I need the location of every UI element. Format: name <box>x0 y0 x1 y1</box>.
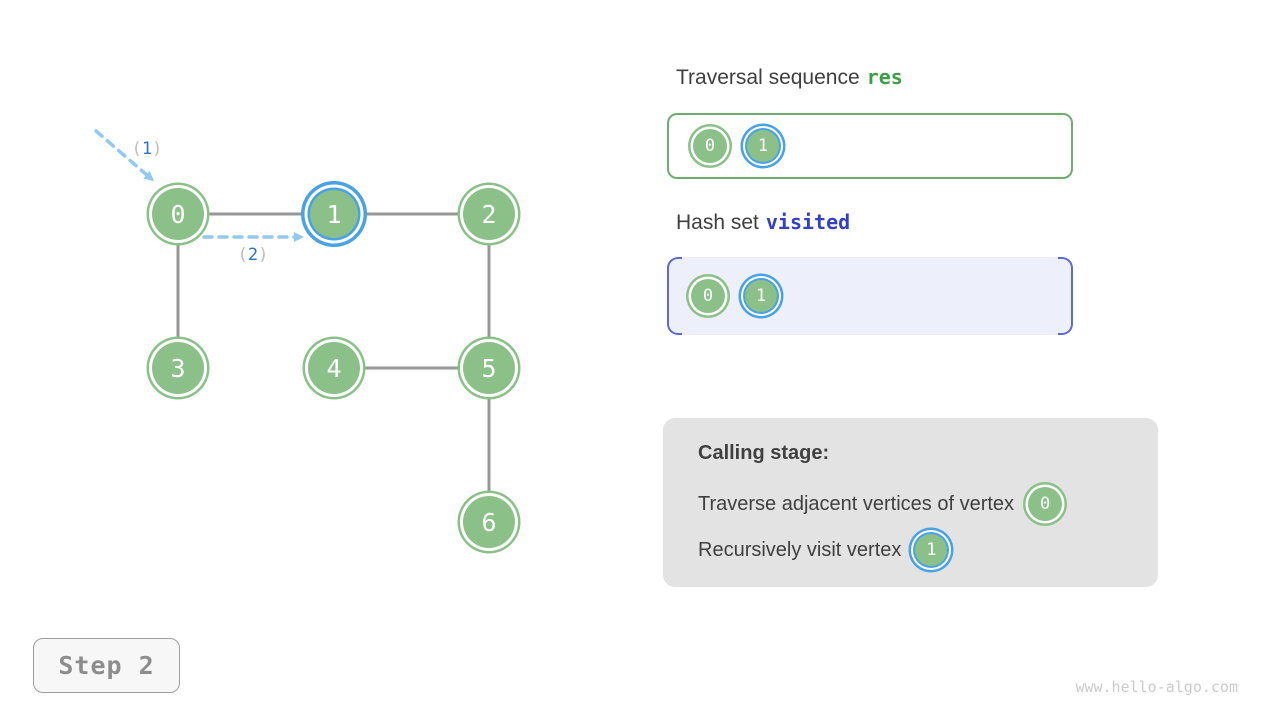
graph-vertex-3: 3 <box>152 342 204 394</box>
paren-close: ) <box>258 245 269 265</box>
res-code-label: res <box>866 65 903 89</box>
traversal-arrows <box>94 129 304 242</box>
calling-stage-line-1: Traverse adjacent vertices of vertex 0 <box>698 481 1158 527</box>
calling-stage-title: Calling stage: <box>698 442 830 464</box>
graph-vertex-1-highlighted: 1 <box>310 190 358 238</box>
paren-open: ( <box>237 245 248 265</box>
calling-line-2-vertex-highlighted: 1 <box>915 534 948 566</box>
traversal-sequence-box: 0 1 <box>667 113 1073 179</box>
hash-set-box: 0 1 <box>667 257 1073 335</box>
arrow-order-number: 2 <box>247 245 259 265</box>
step-badge: Step 2 <box>33 638 180 693</box>
visited-code-label: visited <box>765 210 851 234</box>
traversal-title-text: Traversal sequence <box>676 66 860 89</box>
visited-item-1-highlighted: 1 <box>745 280 777 312</box>
hash-set-title-text: Hash set <box>676 211 759 234</box>
graph-vertex-4: 4 <box>308 342 360 394</box>
paren-close: ) <box>152 139 163 159</box>
arrow-order-label-2: (2) <box>238 245 269 265</box>
calling-line-1-text: Traverse adjacent vertices of vertex <box>698 492 1015 515</box>
graph-vertex-6: 6 <box>463 496 515 548</box>
calling-line-1-vertex: 0 <box>1028 487 1063 521</box>
calling-stage-panel: Calling stage: Traverse adjacent vertice… <box>663 418 1158 587</box>
traversal-sequence-title: Traversal sequence res <box>676 65 903 90</box>
watermark: www.hello-algo.com <box>1075 678 1238 696</box>
graph-vertex-5: 5 <box>463 342 515 394</box>
calling-stage-line-2: Recursively visit vertex 1 <box>698 527 1158 573</box>
arrow-order-number: 1 <box>141 139 153 159</box>
visited-item-0: 0 <box>691 279 725 313</box>
arrow-order-label-1: (1) <box>132 139 163 159</box>
paren-open: ( <box>131 139 142 159</box>
res-item-1-highlighted: 1 <box>747 130 779 162</box>
arrow-1-into-vertex-0 <box>94 129 155 182</box>
res-item-0: 0 <box>693 129 727 163</box>
calling-line-2-text: Recursively visit vertex <box>698 538 902 561</box>
graph-vertex-2: 2 <box>463 188 515 240</box>
graph-vertex-0: 0 <box>152 188 204 240</box>
hash-set-title: Hash set visited <box>676 210 850 235</box>
